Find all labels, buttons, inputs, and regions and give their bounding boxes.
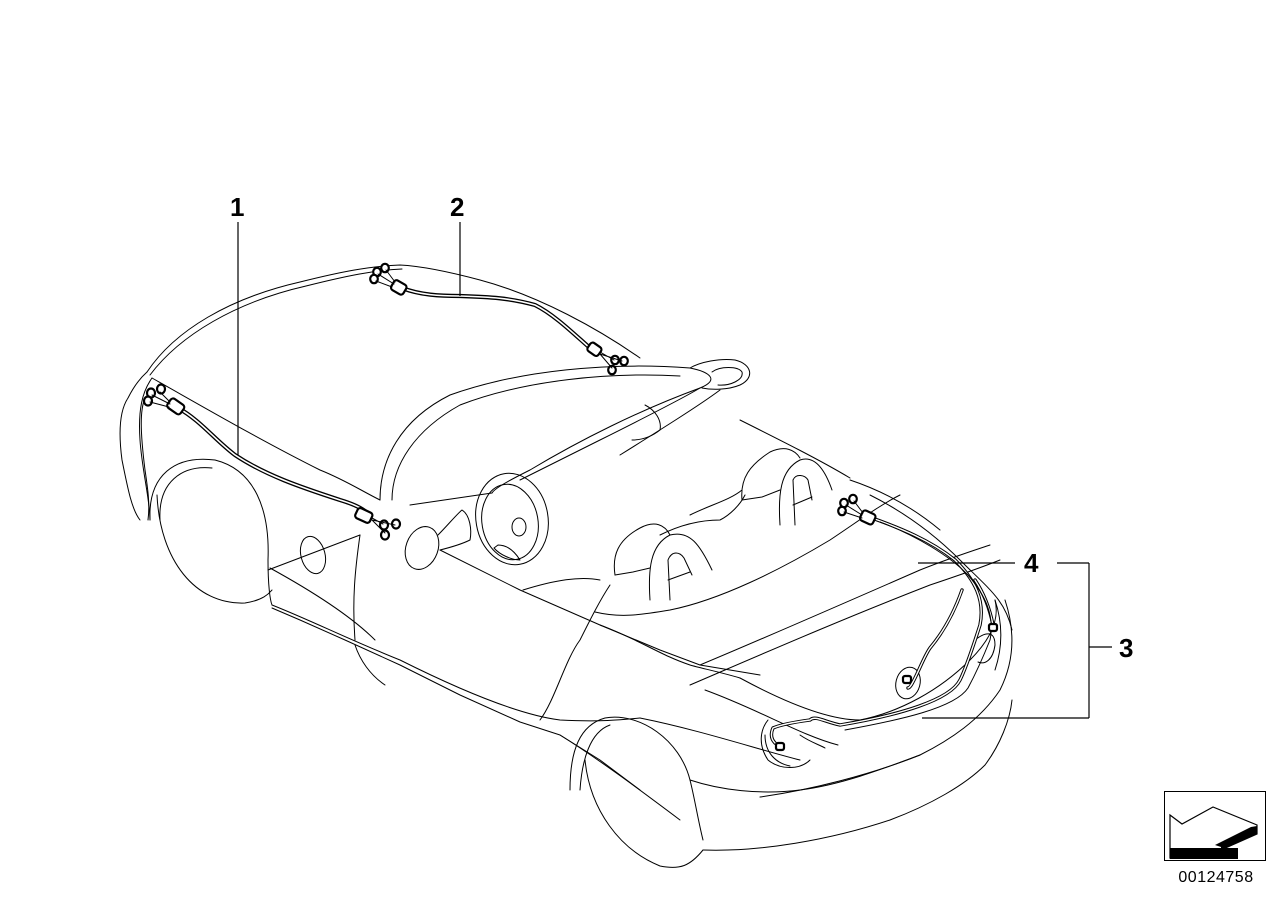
cable-part-2 — [369, 262, 629, 376]
catalog-reference-box — [1164, 791, 1266, 861]
car-body — [119, 264, 1013, 868]
callout-1: 1 — [230, 192, 245, 222]
callout-2: 2 — [450, 192, 465, 222]
direction-arrow-icon — [1169, 806, 1258, 859]
cable-part-3 — [769, 493, 999, 752]
callout-4: 4 — [1024, 548, 1039, 578]
callout-3: 3 — [1119, 633, 1134, 663]
cable-part-1 — [142, 383, 402, 541]
catalog-number: 00124758 — [1178, 869, 1254, 886]
leader-lines — [237, 222, 1112, 719]
